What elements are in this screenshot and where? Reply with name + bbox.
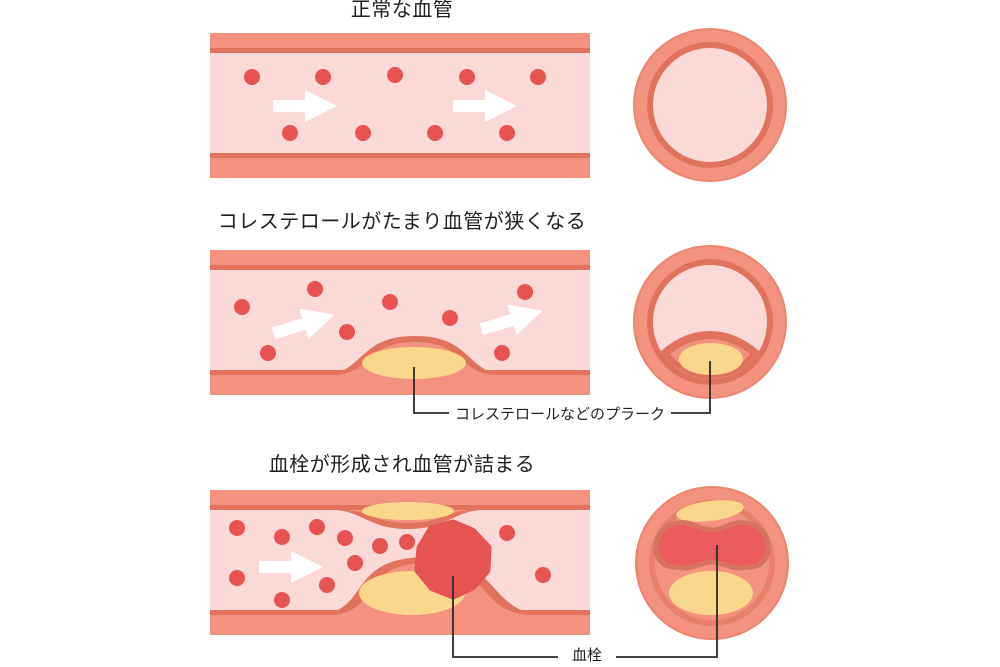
blood-cell bbox=[427, 125, 443, 141]
blood-cell bbox=[282, 125, 298, 141]
blood-cell bbox=[274, 592, 290, 608]
blood-cell bbox=[307, 281, 323, 297]
blood-cell bbox=[459, 69, 475, 85]
blood-cell bbox=[229, 570, 245, 586]
annotation-lines bbox=[413, 361, 718, 658]
blood-cell bbox=[229, 520, 245, 536]
blood-cell bbox=[315, 69, 331, 85]
connector-line-plaque-right bbox=[671, 361, 711, 414]
blood-cell bbox=[339, 324, 355, 340]
blood-cells bbox=[229, 519, 551, 608]
plaque-shape bbox=[679, 343, 743, 375]
connector-line-plaque-left bbox=[413, 367, 449, 414]
blood-cell bbox=[244, 69, 260, 85]
cross-section-normal bbox=[633, 28, 787, 182]
blood-cell bbox=[274, 529, 290, 545]
blood-cell bbox=[355, 125, 371, 141]
blood-cell bbox=[319, 577, 335, 593]
section-title-normal: 正常な血管 bbox=[350, 0, 454, 21]
blood-cell bbox=[499, 525, 515, 541]
clot-shape bbox=[414, 519, 492, 600]
blood-cell bbox=[535, 567, 551, 583]
blood-cell bbox=[387, 67, 403, 83]
connector-line-clot-right bbox=[616, 545, 718, 658]
blood-cell bbox=[494, 345, 510, 361]
vessel-wall-line bbox=[210, 48, 590, 53]
blood-cells bbox=[234, 281, 533, 361]
blood-cell bbox=[399, 534, 415, 550]
blood-cells bbox=[244, 67, 546, 141]
blood-cell bbox=[382, 294, 398, 310]
vessel-wall-line bbox=[210, 265, 590, 270]
vessel-narrowed-illustration bbox=[210, 250, 590, 395]
section-title-blocked: 血栓が形成され血管が詰まる bbox=[268, 454, 536, 476]
blood-cell bbox=[347, 555, 363, 571]
plaque-shape bbox=[362, 502, 454, 520]
vessel-normal-illustration bbox=[210, 33, 590, 178]
blood-cell bbox=[530, 69, 546, 85]
blood-cell bbox=[234, 299, 250, 315]
vessel-blocked-illustration bbox=[210, 490, 590, 635]
cross-section-blocked bbox=[635, 486, 789, 640]
plaque-shape bbox=[676, 500, 744, 522]
vessel-lumen bbox=[210, 53, 590, 153]
cross-section-narrowed bbox=[633, 245, 787, 399]
vessel-wall-line bbox=[210, 153, 590, 158]
plaque-shape bbox=[669, 571, 753, 615]
blood-cell bbox=[337, 530, 353, 546]
clot-annotation: 血栓 bbox=[571, 647, 602, 664]
section-title-narrowed: コレステロールがたまり血管が狭くなる bbox=[217, 211, 587, 233]
blood-cell bbox=[260, 345, 276, 361]
blood-cell bbox=[499, 125, 515, 141]
plaque-shape bbox=[362, 347, 466, 379]
clot-shape bbox=[653, 519, 771, 571]
blood-cell bbox=[517, 284, 533, 300]
connector-line-clot-left bbox=[452, 576, 558, 658]
blood-cell bbox=[442, 310, 458, 326]
vessel-lumen-circle bbox=[653, 48, 767, 162]
blood-cell bbox=[372, 538, 388, 554]
plaque-annotation: コレステロールなどのプラーク bbox=[454, 406, 665, 423]
blood-cell bbox=[309, 519, 325, 535]
